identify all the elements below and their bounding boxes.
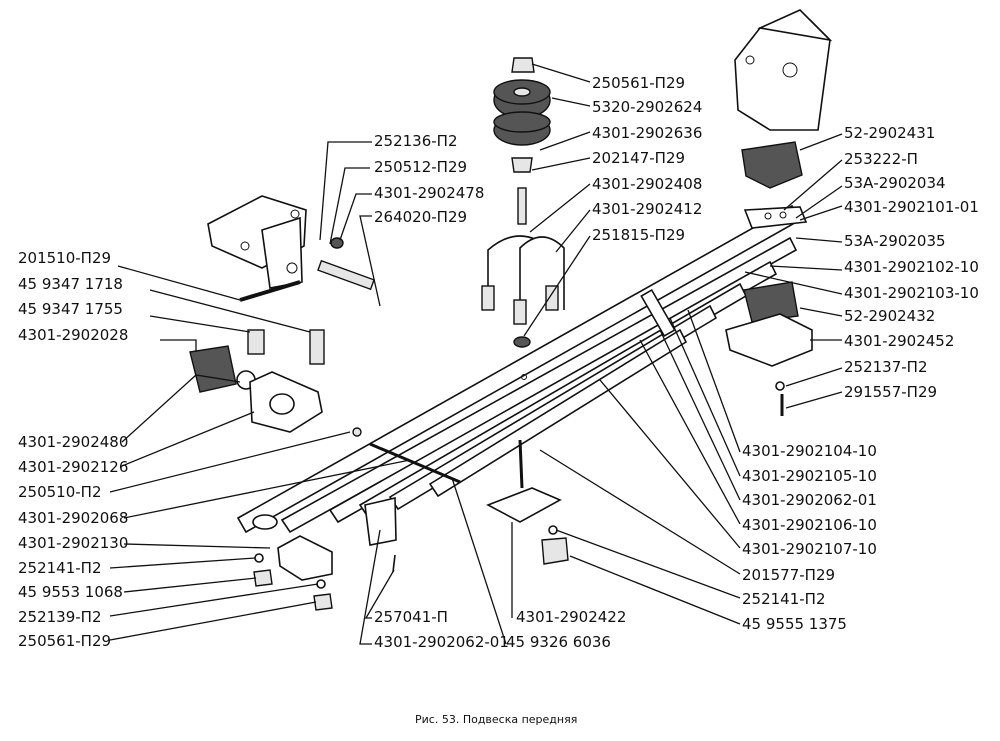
label-4301-2902636: 4301-2902636 bbox=[592, 124, 702, 142]
label-252139-p2: 252139-П2 bbox=[18, 608, 102, 626]
label-4301-2902101-01: 4301-2902101-01 bbox=[844, 198, 979, 216]
label-202147-p29: 202147-П29 bbox=[592, 149, 685, 167]
label-4301-2902452: 4301-2902452 bbox=[844, 332, 954, 350]
label-4301-2902107-10: 4301-2902107-10 bbox=[742, 540, 877, 558]
label-4301-2902103-10: 4301-2902103-10 bbox=[844, 284, 979, 302]
pins-and-bolts bbox=[239, 237, 375, 365]
frame-bracket-rear bbox=[734, 9, 833, 131]
rubber-pads bbox=[725, 141, 813, 367]
label-252141-p2-right: 252141-П2 bbox=[742, 590, 826, 608]
label-4301-2902478: 4301-2902478 bbox=[374, 184, 484, 202]
label-251815-p29: 251815-П29 bbox=[592, 226, 685, 244]
label-52-2902431: 52-2902431 bbox=[844, 124, 935, 142]
label-45-9553-1068: 45 9553 1068 bbox=[18, 583, 123, 601]
label-4301-2902106-10: 4301-2902106-10 bbox=[742, 516, 877, 534]
lower-parts bbox=[253, 381, 785, 611]
label-250512-p29: 250512-П29 bbox=[374, 158, 467, 176]
figure-caption: Рис. 53. Подвеска передняя bbox=[415, 713, 577, 726]
label-4301-2902126: 4301-2902126 bbox=[18, 458, 128, 476]
label-4301-2902068: 4301-2902068 bbox=[18, 509, 128, 527]
label-4301-2902028: 4301-2902028 bbox=[18, 326, 128, 344]
frame-bracket-front bbox=[207, 195, 307, 289]
label-253222-p: 253222-П bbox=[844, 150, 918, 168]
label-4301-2902105-10: 4301-2902105-10 bbox=[742, 467, 877, 485]
label-4301-2902130: 4301-2902130 bbox=[18, 534, 128, 552]
label-53a-2902035: 53А-2902035 bbox=[844, 232, 946, 250]
label-5320-2902624: 5320-2902624 bbox=[592, 98, 702, 116]
label-252137-p2: 252137-П2 bbox=[844, 358, 928, 376]
leader-lines bbox=[109, 63, 843, 645]
label-201510-p29: 201510-П29 bbox=[18, 249, 111, 267]
label-257041-p: 257041-П bbox=[374, 608, 448, 626]
label-250561-p29-bottom: 250561-П29 bbox=[18, 632, 111, 650]
label-252141-p2-left: 252141-П2 bbox=[18, 559, 102, 577]
label-4301-2902062-01-bottom: 4301-2902062-01 bbox=[374, 633, 509, 651]
label-52-2902432: 52-2902432 bbox=[844, 307, 935, 325]
u-bolts bbox=[481, 235, 565, 348]
label-4301-2902104-10: 4301-2902104-10 bbox=[742, 442, 877, 460]
label-264020-p29: 264020-П29 bbox=[374, 208, 467, 226]
part-labels: 250561-П29 5320-2902624 4301-2902636 202… bbox=[18, 74, 979, 726]
label-45-9347-1755: 45 9347 1755 bbox=[18, 300, 123, 318]
bushings bbox=[189, 345, 323, 433]
label-4301-2902102-10: 4301-2902102-10 bbox=[844, 258, 979, 276]
label-45-9555-1375: 45 9555 1375 bbox=[742, 615, 847, 633]
label-4301-2902408: 4301-2902408 bbox=[592, 175, 702, 193]
leaf-spring bbox=[236, 204, 808, 534]
label-201577-p29: 201577-П29 bbox=[742, 566, 835, 584]
label-250510-p2: 250510-П2 bbox=[18, 483, 102, 501]
label-4301-2902412: 4301-2902412 bbox=[592, 200, 702, 218]
label-53a-2902034: 53А-2902034 bbox=[844, 174, 946, 192]
label-4301-2902422: 4301-2902422 bbox=[516, 608, 626, 626]
label-250561-p29-top: 250561-П29 bbox=[592, 74, 685, 92]
label-45-9326-6036: 45 9326 6036 bbox=[506, 633, 611, 651]
bumper-stack bbox=[493, 57, 551, 225]
label-4301-2902480: 4301-2902480 bbox=[18, 433, 128, 451]
label-252136-p2: 252136-П2 bbox=[374, 132, 458, 150]
label-45-9347-1718: 45 9347 1718 bbox=[18, 275, 123, 293]
label-4301-2902062-01-right: 4301-2902062-01 bbox=[742, 491, 877, 509]
label-291557-p29: 291557-П29 bbox=[844, 383, 937, 401]
